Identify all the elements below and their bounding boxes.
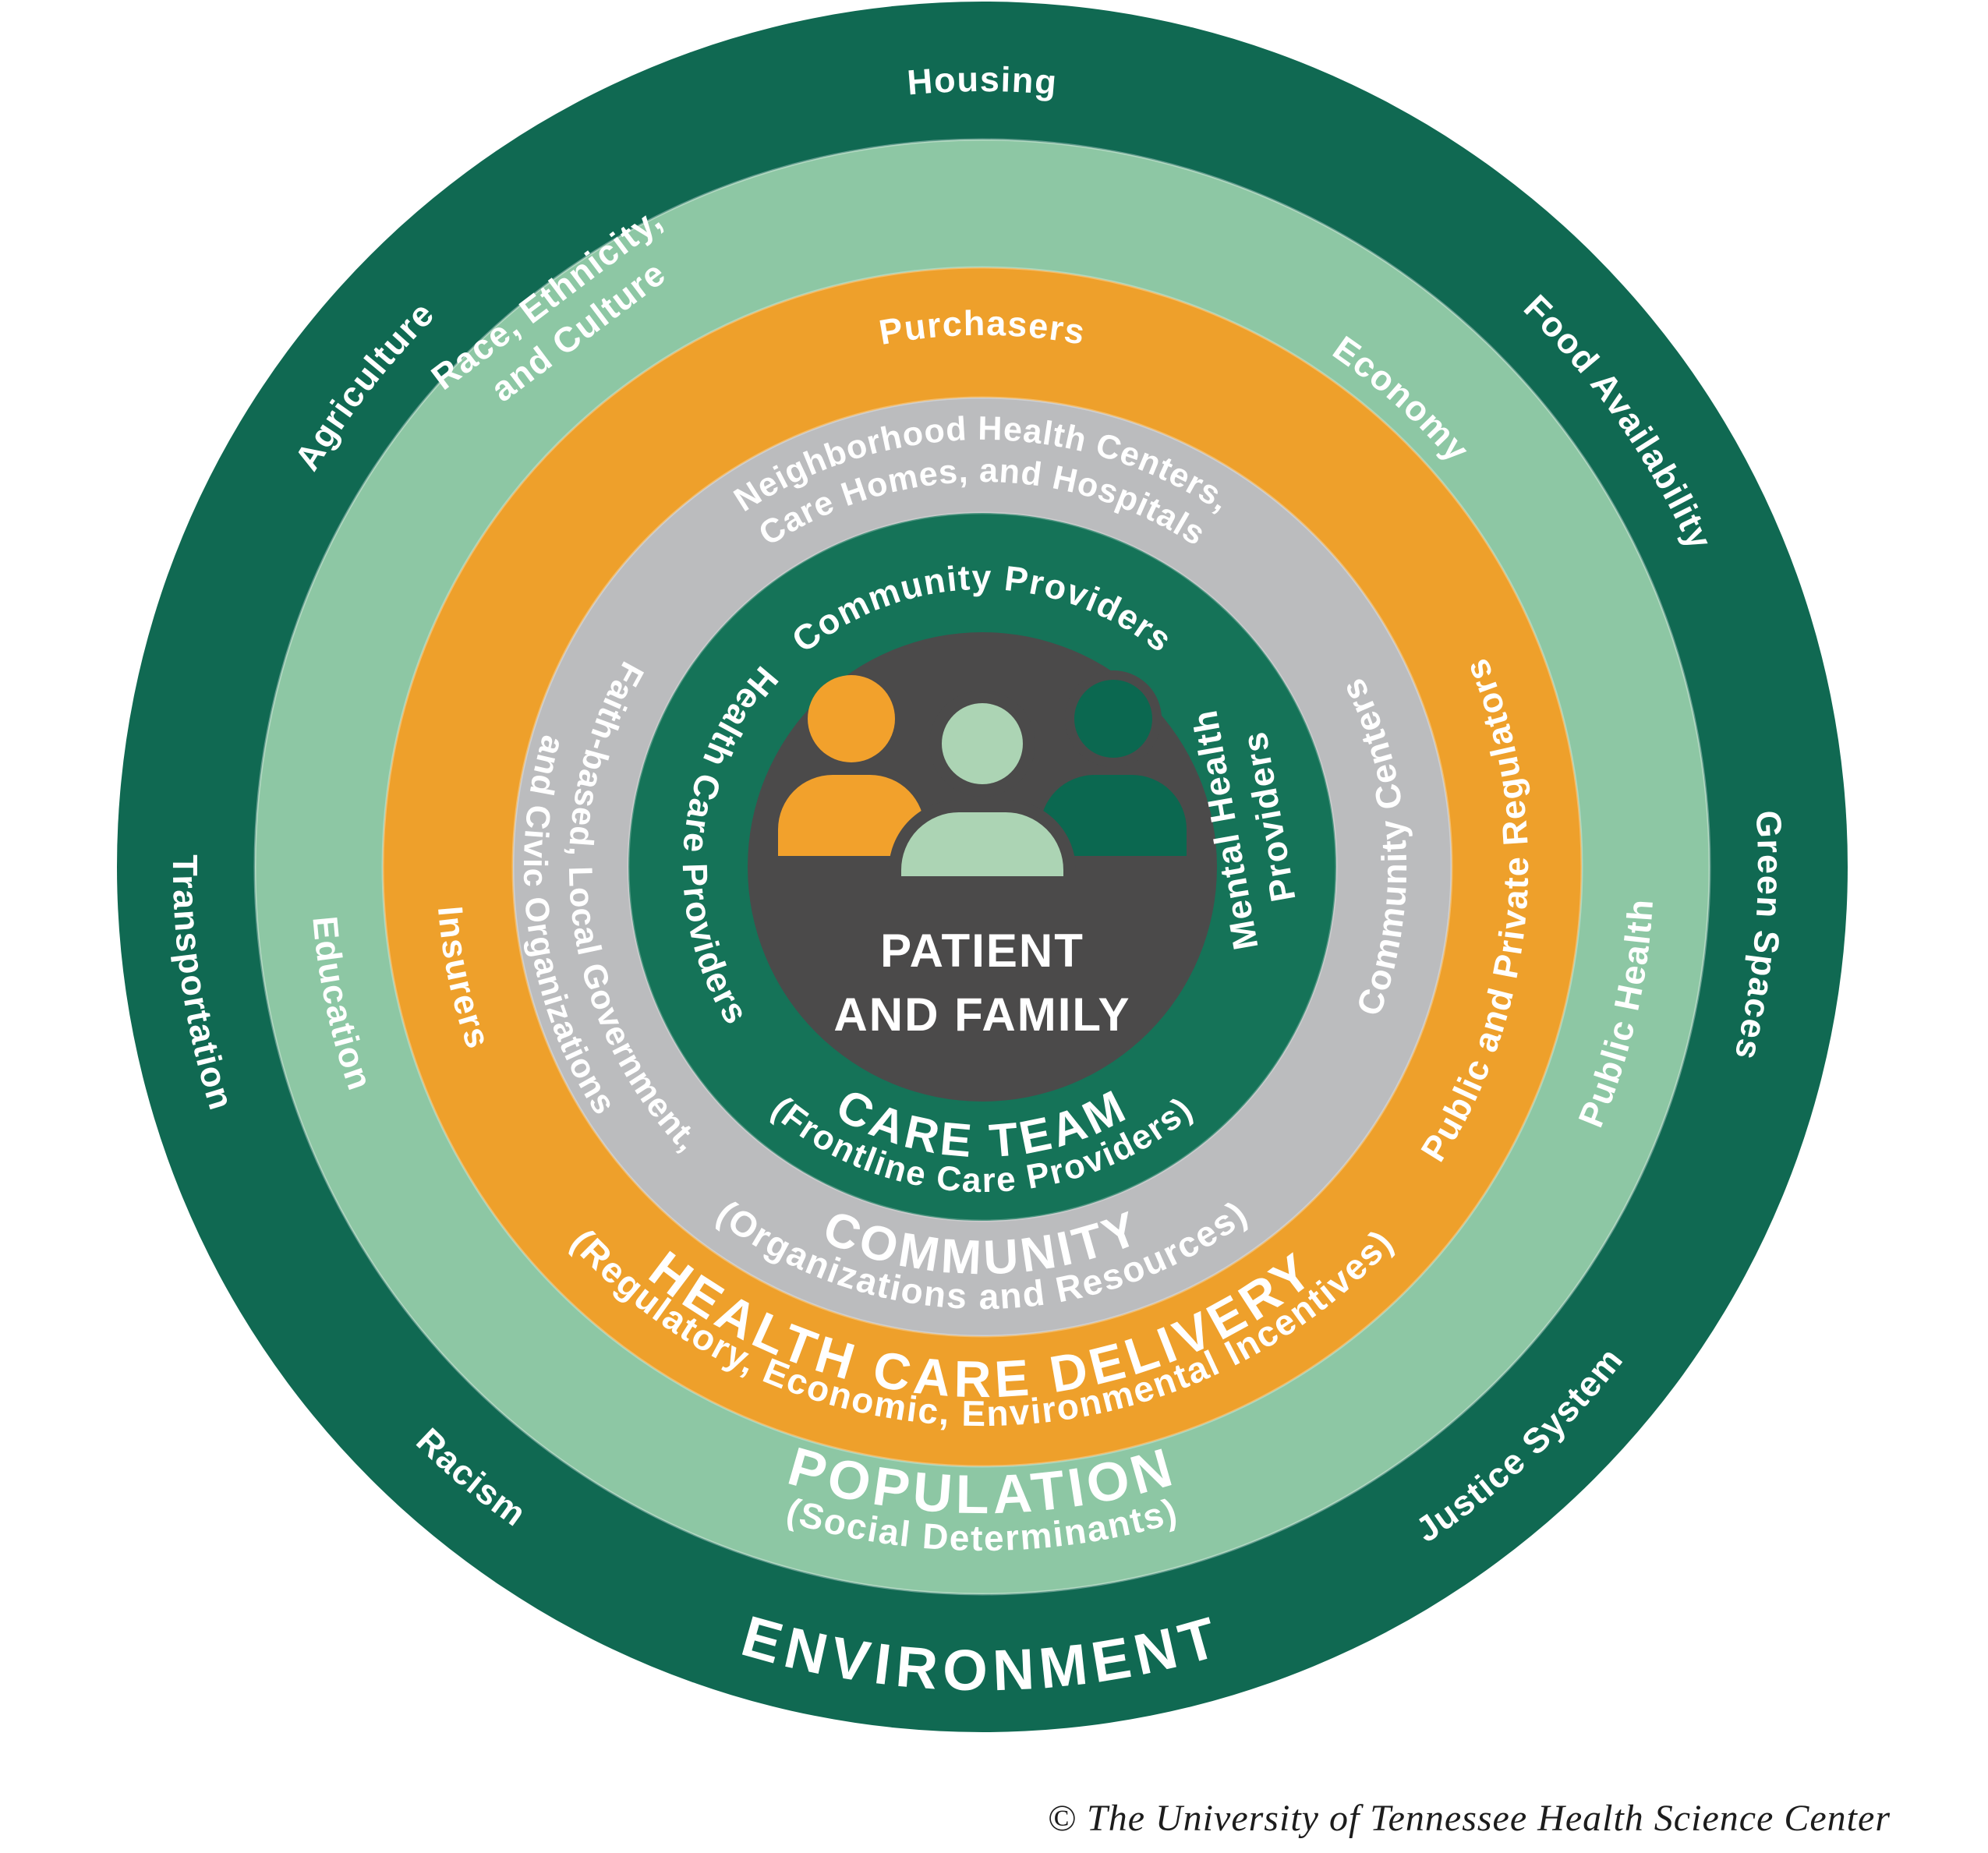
person-light-green-icon <box>889 691 1076 889</box>
center-label-line2: AND FAMILY <box>833 988 1130 1041</box>
svg-text:Housing: Housing <box>906 59 1059 103</box>
person-orange-icon <box>778 675 925 856</box>
copyright-credit: © The University of Tennessee Health Sci… <box>1048 1798 1891 1839</box>
center-label-line1: PATIENT <box>880 925 1084 977</box>
environment-label-housing: Housing <box>906 59 1058 103</box>
person-dark-green-icon <box>1040 670 1187 856</box>
patient-family-icon <box>778 670 1187 889</box>
